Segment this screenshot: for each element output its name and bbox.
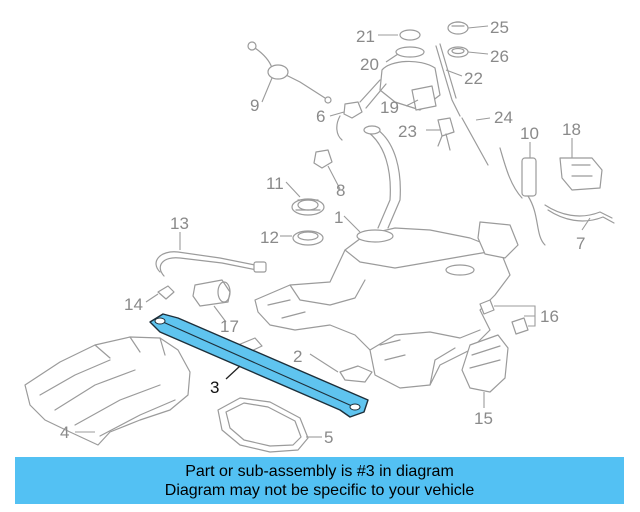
part-hose-10: [499, 147, 546, 246]
part-valve-6: [336, 101, 363, 141]
callout-labels: 1 2 3 4 5 6 7 8 9 10 11 12 13 14 15 16 1…: [60, 18, 585, 447]
part-fuel-line-13: [155, 251, 267, 277]
callout-5: 5: [324, 428, 333, 447]
part-vent-line-9: [247, 41, 332, 104]
callout-15: 15: [474, 409, 493, 428]
part-tank-strap-highlighted: [149, 313, 369, 418]
part-unit-18: [559, 157, 603, 191]
callout-1: 1: [334, 208, 343, 227]
banner-vehicle-disclaimer: Diagram may not be specific to your vehi…: [164, 482, 475, 499]
callout-12: 12: [260, 228, 279, 247]
callout-13: 13: [170, 214, 189, 233]
callout-20: 20: [360, 55, 379, 74]
part-fuel-pump-assembly: [359, 29, 461, 117]
part-clip-16: [479, 299, 529, 335]
part-fitting-14: [157, 285, 175, 300]
callout-9: 9: [250, 96, 259, 115]
callout-4: 4: [60, 423, 69, 442]
callout-25: 25: [490, 18, 509, 37]
callout-24: 24: [494, 108, 513, 127]
part-fuel-tank: [254, 125, 519, 389]
callout-7: 7: [576, 234, 585, 253]
part-cap-25: [447, 21, 469, 35]
callout-23: 23: [398, 122, 417, 141]
callout-22: 22: [464, 69, 483, 88]
callout-21: 21: [356, 27, 375, 46]
banner-part-note: Part or sub-assembly is #3 in diagram: [185, 463, 454, 480]
part-bracket-15: [461, 334, 509, 393]
parts-diagram: 1 2 3 4 5 6 7 8 9 10 11 12 13 14 15 16 1…: [24, 18, 615, 453]
callout-17: 17: [220, 317, 239, 336]
part-heat-shield: [24, 336, 191, 446]
callout-16: 16: [540, 307, 559, 326]
part-gasket-plate: [217, 397, 309, 453]
part-seal-ring-12: [292, 230, 324, 246]
callout-11: 11: [266, 174, 284, 193]
callout-leaders: [75, 25, 591, 438]
part-fuel-filter-17: [192, 279, 231, 307]
part-sensor-23: [437, 117, 455, 151]
callout-6: 6: [316, 107, 325, 126]
callout-14: 14: [124, 295, 143, 314]
callout-3: 3: [210, 378, 219, 397]
callout-8: 8: [336, 181, 345, 200]
part-line-24: [461, 117, 489, 166]
callout-10: 10: [520, 124, 539, 143]
callout-2: 2: [293, 347, 302, 366]
part-line-7: [544, 204, 615, 224]
part-clip-8: [313, 149, 333, 169]
callout-26: 26: [490, 47, 509, 66]
callout-19: 19: [380, 98, 399, 117]
callout-18: 18: [562, 120, 581, 139]
part-pump-ring-11: [291, 198, 325, 216]
disclaimer-banner: Part or sub-assembly is #3 in diagram Di…: [15, 457, 624, 504]
part-ring-26: [447, 46, 469, 58]
